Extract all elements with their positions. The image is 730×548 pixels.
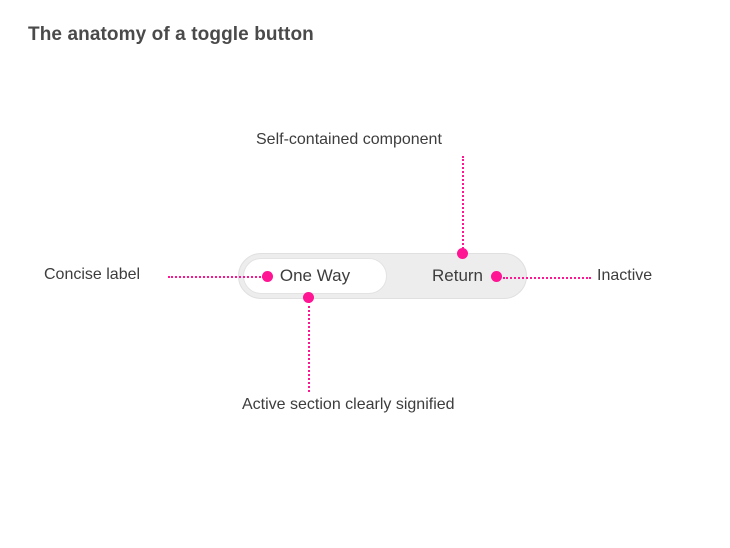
anchor-dot-self-contained [457,248,468,259]
anchor-dot-concise-label [262,271,273,282]
annotation-active-section: Active section clearly signified [242,396,455,413]
leader-line-self-contained [462,156,464,252]
page-title: The anatomy of a toggle button [28,24,314,45]
toggle-option-return[interactable]: Return [431,266,484,285]
leader-line-inactive [503,277,591,279]
leader-line-active-section [308,301,310,392]
anchor-dot-inactive [491,271,502,282]
annotation-inactive: Inactive [597,267,653,284]
toggle-button[interactable]: One Way Return [238,253,527,299]
annotation-concise-label: Concise label [44,266,141,283]
annotation-self-contained: Self-contained component [256,131,442,148]
leader-line-concise-label [168,276,264,278]
anchor-dot-active-section [303,292,314,303]
